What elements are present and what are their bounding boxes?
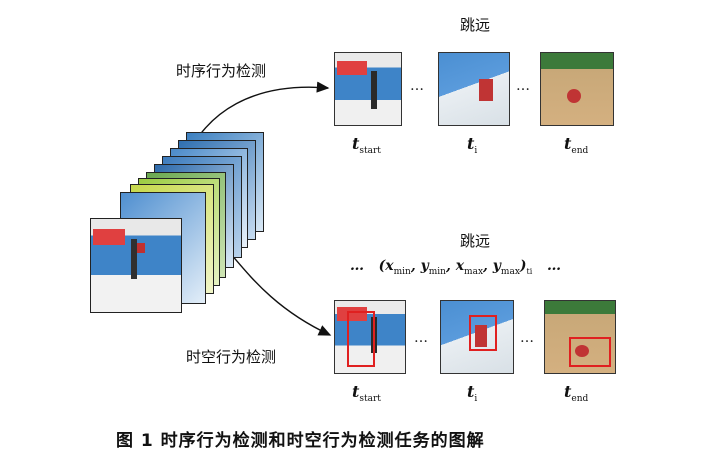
bbox-start xyxy=(347,311,375,367)
bottom-frame-i xyxy=(440,300,514,374)
bottom-t-i: ti xyxy=(467,382,478,405)
video-stack xyxy=(90,120,270,313)
temporal-detection-label: 时序行为检测 xyxy=(176,62,267,80)
bottom-frame-start xyxy=(334,300,406,374)
figure-caption: 图 1 时序行为检测和时空行为检测任务的图解 xyxy=(116,431,485,451)
top-frame-end xyxy=(540,52,614,126)
top-dots-1: … xyxy=(410,78,425,94)
top-action-label: 跳远 xyxy=(460,16,491,34)
bottom-frame-end xyxy=(544,300,616,374)
bottom-dots-2: … xyxy=(520,330,535,346)
top-t-i: ti xyxy=(467,134,478,157)
bottom-dots-1: … xyxy=(414,330,429,346)
bottom-t-start: tstart xyxy=(352,382,381,405)
top-t-start: tstart xyxy=(352,134,381,157)
bbox-i xyxy=(469,315,497,351)
bottom-t-end: tend xyxy=(564,382,589,405)
spatiotemporal-detection-label: 时空行为检测 xyxy=(186,348,277,366)
top-t-end: tend xyxy=(564,134,589,157)
bbox-formula: … (xmin, ymin, xmax, ymax)ti … xyxy=(350,258,561,277)
top-frame-start xyxy=(334,52,402,126)
top-dots-2: … xyxy=(516,78,531,94)
bottom-action-label: 跳远 xyxy=(460,232,491,250)
top-frame-i xyxy=(438,52,510,126)
bbox-end xyxy=(569,337,611,367)
